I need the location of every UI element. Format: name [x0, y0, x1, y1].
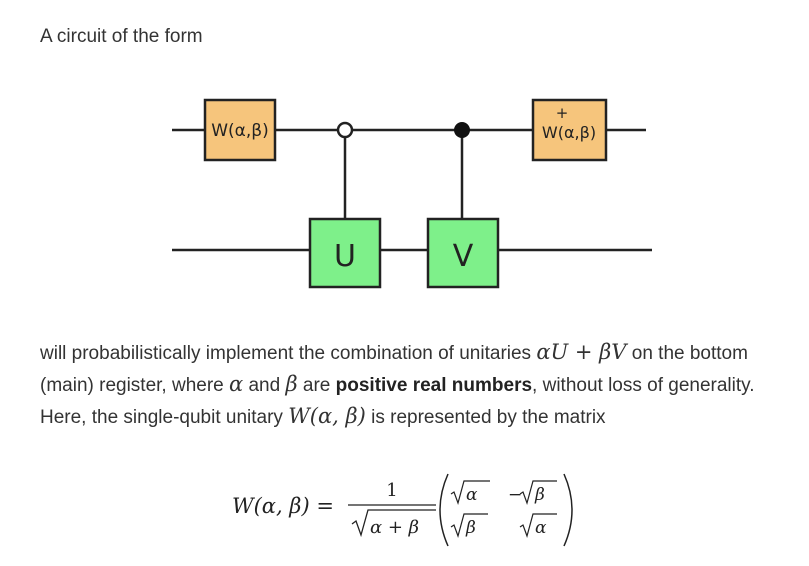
matrix-m21: β	[465, 518, 476, 538]
w-gate: W(α,β)	[203, 98, 277, 162]
w-dagger-gate: + W(α,β)	[531, 98, 608, 162]
math-w-alpha-beta: W(α, β)	[288, 404, 366, 428]
matrix-m12: β	[534, 485, 545, 505]
dagger-symbol: +	[556, 104, 569, 122]
w-dagger-label: W(α,β)	[542, 123, 596, 142]
filled-control-dot	[454, 122, 470, 138]
math-beta: β	[285, 372, 298, 396]
description-paragraph: will probabilistically implement the com…	[40, 337, 775, 433]
math-combination: αU + βV	[536, 340, 627, 364]
fraction-denominator: α + β	[370, 517, 419, 538]
fraction-numerator: 1	[386, 480, 397, 501]
sqrt-sign-denominator	[351, 509, 436, 538]
matrix-m22: α	[535, 518, 547, 538]
quantum-circuit: W(α,β) + W(α,β) U V	[172, 98, 652, 289]
equation-lhs: W(α, β) =	[232, 494, 334, 518]
sqrt-sign-m22	[519, 513, 557, 538]
open-control-dot	[336, 121, 354, 139]
sqrt-sign-m21	[450, 513, 488, 538]
intro-text: A circuit of the form	[40, 26, 203, 47]
sqrt-sign-m12	[519, 480, 557, 505]
text-segment: will probabilistically implement the com…	[40, 343, 537, 364]
text-segment: is represented by the matrix	[365, 407, 606, 428]
right-paren	[563, 473, 573, 547]
math-alpha: α	[229, 372, 244, 396]
left-paren	[439, 473, 449, 547]
v-gate: V	[426, 217, 500, 289]
text-segment: on the bottom (main) register, where	[40, 343, 748, 396]
matrix-m11: α	[466, 485, 478, 505]
v-gate-label: V	[453, 239, 474, 274]
u-gate: U	[308, 217, 382, 289]
text-segment: are	[297, 375, 336, 396]
w-gate-label: W(α,β)	[211, 121, 269, 141]
text-segment: , without loss of generality. Here, the …	[40, 375, 755, 428]
matrix-minus: −	[508, 485, 522, 505]
sqrt-sign-m11	[450, 480, 490, 505]
bold-positive-real: positive real numbers	[335, 375, 533, 396]
u-gate-label: U	[334, 239, 356, 274]
text-segment: and	[243, 375, 286, 396]
